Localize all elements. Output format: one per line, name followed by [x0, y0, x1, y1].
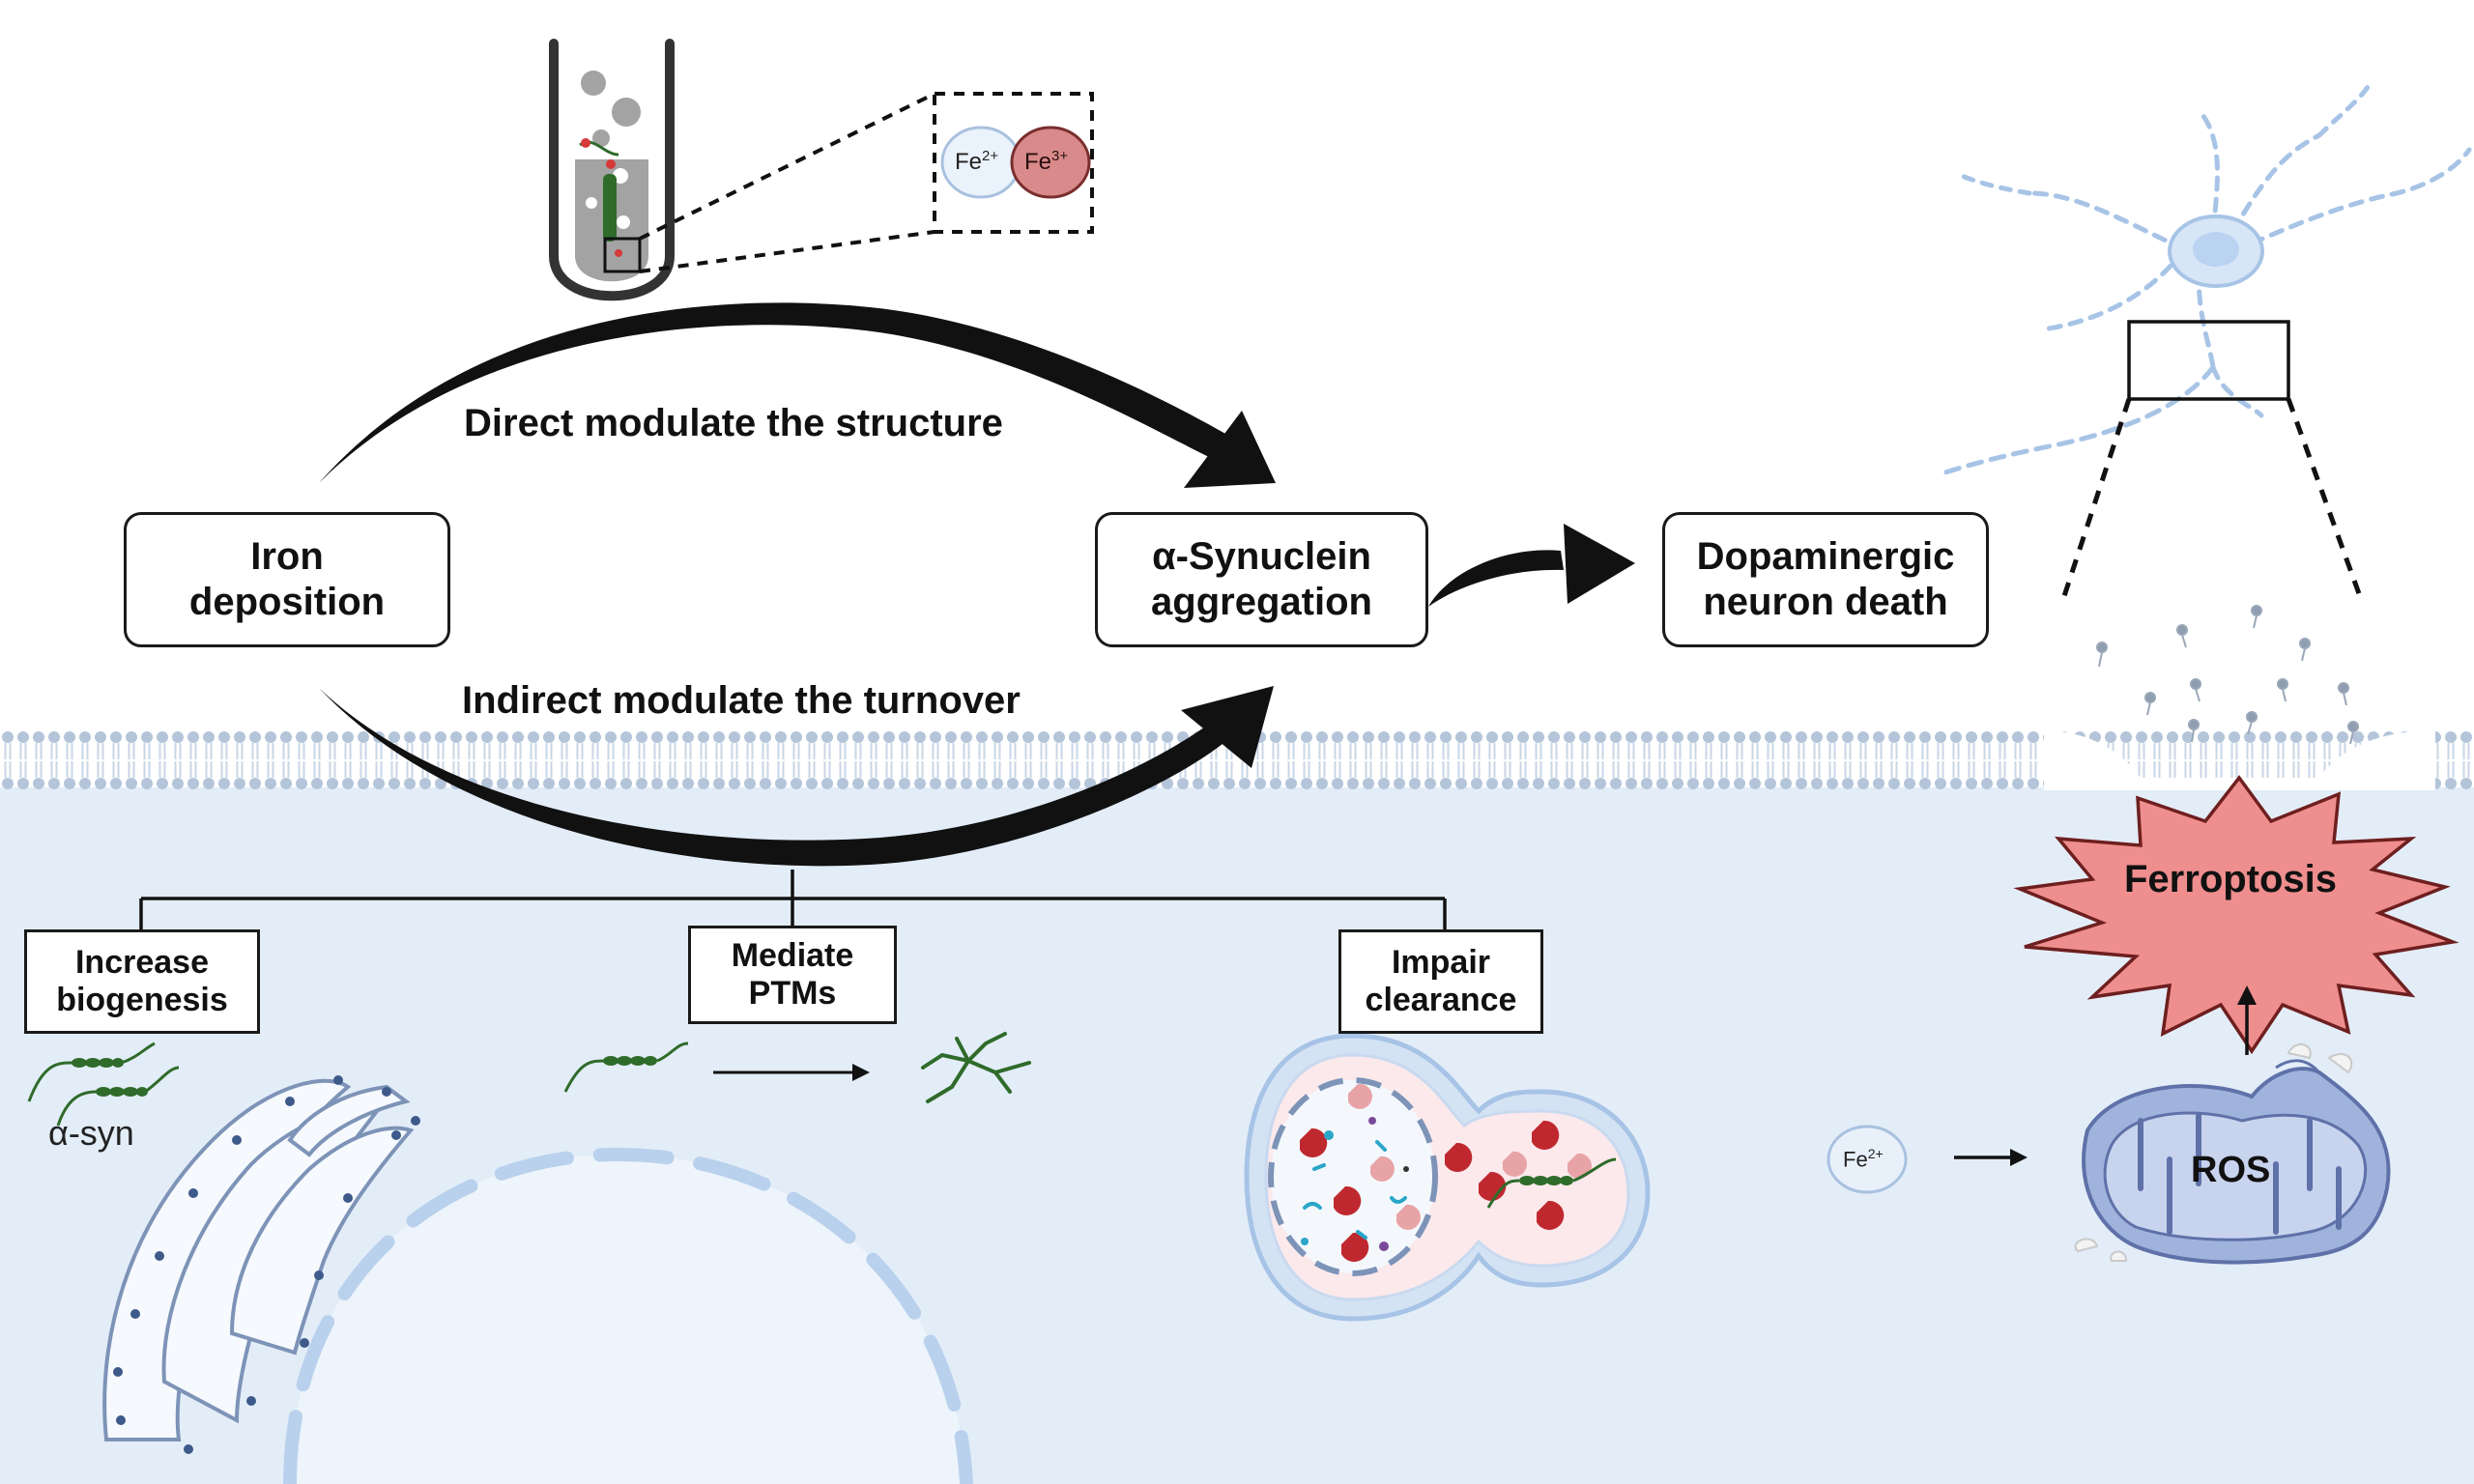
- fe3-label: Fe3+: [1024, 148, 1068, 176]
- degradation-debris: [1303, 1140, 1407, 1240]
- zoom-lines: [639, 92, 935, 273]
- disrupted-lipids: [2096, 605, 2359, 745]
- impair-clearance-box: Impair clearance: [1338, 929, 1543, 1034]
- nucleus: [283, 1147, 973, 1484]
- fe2-ion-charge: 2+: [1867, 1146, 1884, 1161]
- ros-to-ferroptosis-arrow: [2237, 985, 2257, 1055]
- mediate-ptms-box: Mediate PTMs: [688, 926, 897, 1024]
- alpha-syn-filaments: [27, 1042, 180, 1127]
- neuron-illustration: [1940, 84, 2472, 476]
- ptm-monomer: [563, 1042, 689, 1093]
- fe3-symbol: Fe: [1024, 149, 1052, 175]
- test-tube: [549, 39, 675, 301]
- indirect-arrow: [319, 686, 1274, 867]
- endoplasmic-reticulum-illustration: [102, 1078, 415, 1441]
- ptm-arrow: [713, 1064, 870, 1081]
- ribosome-dots: [113, 1075, 420, 1454]
- fe2-charge: 2+: [982, 148, 999, 164]
- direct-modulation-label: Direct modulate the structure: [464, 402, 1003, 444]
- membrane-pore: [2044, 730, 2435, 790]
- modified-alpha-syn: [921, 1032, 1031, 1103]
- dopaminergic-neuron-death-box: Dopaminergic neuron death: [1662, 512, 1989, 647]
- fe2-ion-circle: [1827, 1125, 1908, 1194]
- fe2-label: Fe2+: [955, 148, 998, 176]
- neuron-zoom-lines: [2060, 398, 2364, 600]
- fe3-circle: [1010, 126, 1091, 199]
- alpha-synuclein-aggregation-box: α-Synuclein aggregation: [1095, 512, 1428, 647]
- alpha-syn-label: α-syn: [48, 1113, 134, 1153]
- aggregation-to-death-arrow: [1428, 524, 1635, 607]
- mitochondrion: [2074, 1043, 2391, 1265]
- autophagy-lysosome: [1244, 1033, 1651, 1322]
- ion-zoom-box: [933, 92, 1094, 234]
- lysosomal-enzymes-light: [1348, 1083, 1592, 1230]
- increase-biogenesis-box: Increase biogenesis: [24, 929, 260, 1034]
- direct-arrow: [319, 302, 1276, 488]
- alpha-syn-beads: [72, 1058, 148, 1097]
- fe2-ion-symbol: Fe: [1843, 1147, 1868, 1172]
- mechanism-bracket: [139, 870, 1447, 929]
- debris-dots: [1301, 1117, 1409, 1251]
- lysosome-alpha-syn: [1486, 1157, 1617, 1209]
- neuron-zoom-box: [2127, 320, 2290, 401]
- fe-to-ros-arrow: [1954, 1149, 2028, 1166]
- ferroptosis-burst: [2013, 775, 2460, 1055]
- ferroptosis-label: Ferroptosis: [2124, 858, 2338, 900]
- ros-label: ROS: [2191, 1150, 2271, 1190]
- fe2-ion-label: Fe2+: [1843, 1146, 1884, 1172]
- iron-deposition-box: Iron deposition: [124, 512, 450, 647]
- indirect-modulation-label: Indirect modulate the turnover: [462, 679, 1021, 722]
- fe3-charge: 3+: [1051, 148, 1069, 164]
- fe2-symbol: Fe: [955, 149, 983, 175]
- lysosomal-enzymes: [1300, 1120, 1565, 1262]
